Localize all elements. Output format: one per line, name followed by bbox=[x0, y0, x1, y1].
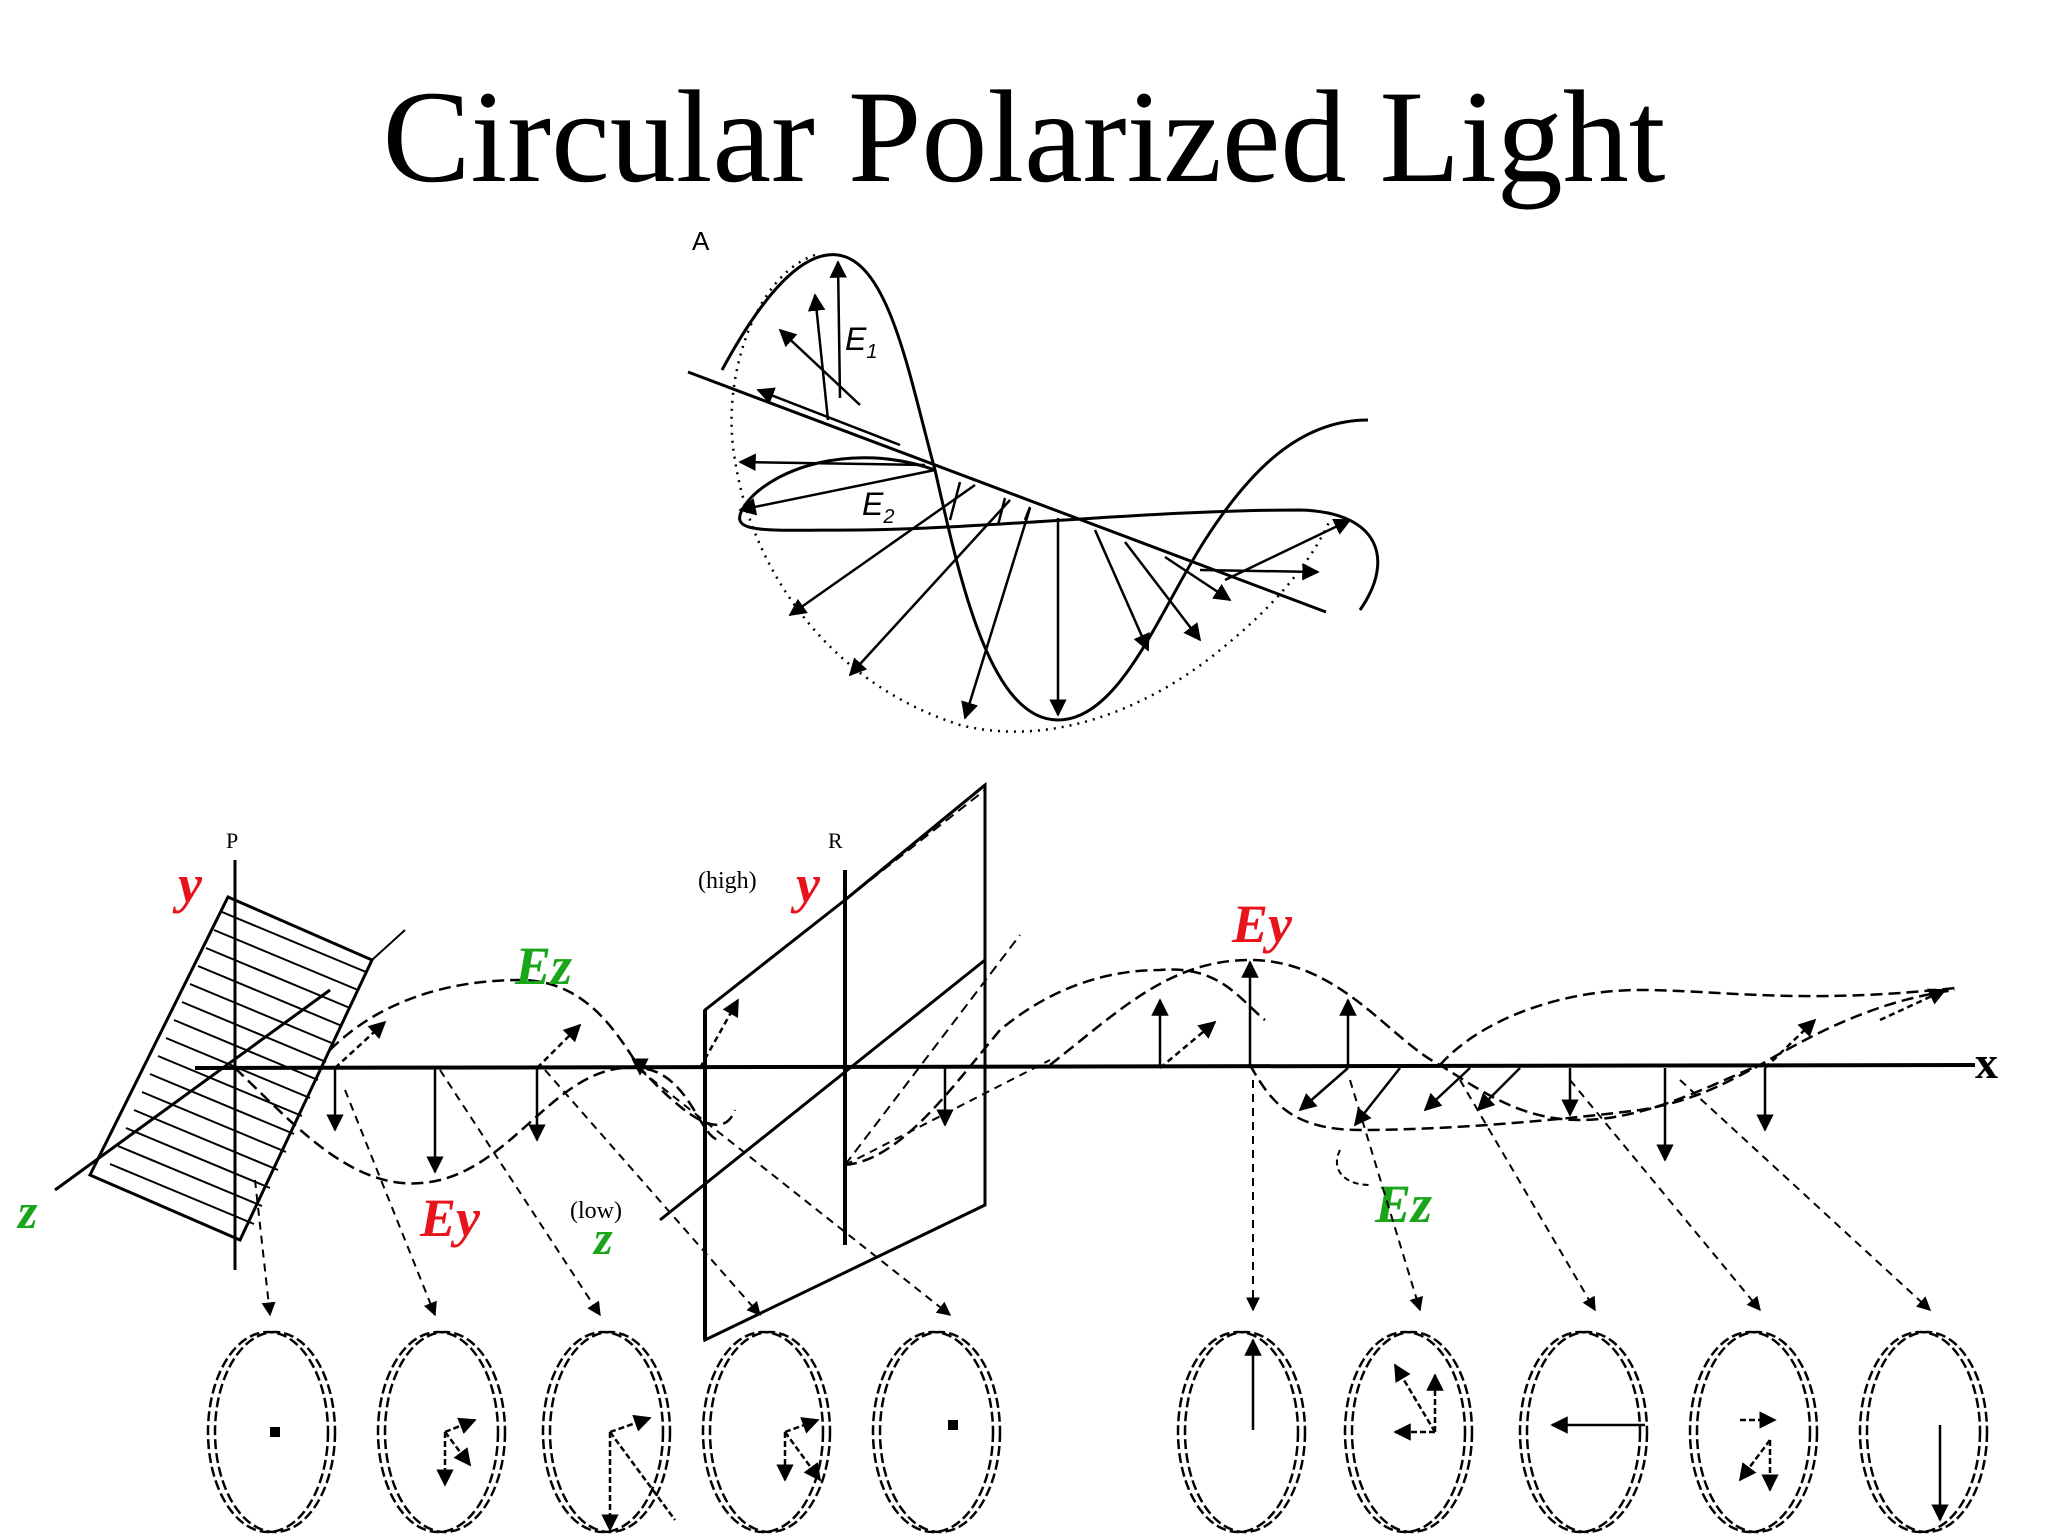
panel-b-x-label: x bbox=[1975, 1037, 1998, 1088]
endon-view-8 bbox=[1518, 1330, 1649, 1534]
high-label: (high) bbox=[698, 868, 757, 894]
retarder-plane-r bbox=[659, 781, 1021, 1343]
endon-view-10 bbox=[1858, 1330, 1989, 1534]
panel-a-propagation-axis bbox=[687, 370, 1327, 614]
endon-views bbox=[206, 1330, 1989, 1534]
axis-y-left-label: y bbox=[172, 854, 203, 914]
endon-view-9 bbox=[1688, 1330, 1819, 1534]
middle-wave bbox=[844, 968, 1266, 1167]
middle-field-vectors bbox=[936, 998, 1217, 1127]
panel-a-label: A bbox=[692, 226, 710, 256]
guide-line bbox=[844, 1059, 1051, 1166]
polarizer-plane-p bbox=[54, 860, 406, 1270]
axis-y-mid-label: y bbox=[790, 854, 821, 914]
panel-a-e2-label: E2 bbox=[862, 486, 894, 528]
panel-b-wave-diagram: x P bbox=[16, 781, 1998, 1534]
left-wave-ez bbox=[329, 978, 737, 1126]
right-wave-ez bbox=[1248, 988, 1956, 1132]
endon-view-6 bbox=[1176, 1330, 1307, 1534]
right-field-vectors bbox=[1241, 960, 1947, 1162]
projection-lines bbox=[254, 1069, 1932, 1317]
panel-a-field-vectors bbox=[738, 260, 1352, 720]
endon-view-5 bbox=[871, 1330, 1002, 1534]
panel-a-helix-e2 bbox=[738, 456, 1380, 611]
ey-left-label: Ey bbox=[419, 1188, 481, 1248]
plane-r-label: R bbox=[828, 828, 843, 853]
low-label: (low) bbox=[570, 1198, 622, 1224]
ey-right-label: Ey bbox=[1231, 894, 1293, 954]
right-wave-ey bbox=[1049, 958, 1761, 1122]
left-wave-ey bbox=[234, 1066, 721, 1185]
left-field-vectors bbox=[326, 998, 740, 1174]
slide-title: Circular Polarized Light bbox=[382, 63, 1666, 210]
axis-z-left-label: z bbox=[16, 1183, 38, 1239]
panel-a-helix-diagram: A E1 E bbox=[687, 226, 1380, 733]
endon-view-2 bbox=[376, 1330, 507, 1534]
plane-p-label: P bbox=[226, 828, 238, 853]
endon-view-4 bbox=[701, 1330, 832, 1534]
panel-a-helix-e1 bbox=[720, 253, 1369, 722]
ez-right-pointer bbox=[1335, 1149, 1371, 1186]
ez-left-label: Ez bbox=[514, 936, 572, 996]
axis-z-mid-label: z bbox=[592, 1212, 613, 1265]
right-wave-helix bbox=[1439, 986, 1956, 1066]
endon-view-7 bbox=[1343, 1330, 1474, 1534]
endon-view-3 bbox=[541, 1330, 677, 1534]
endon-view-1 bbox=[206, 1330, 337, 1534]
panel-b-x-axis bbox=[194, 1063, 1976, 1070]
ez-right-label: Ez bbox=[1374, 1174, 1432, 1234]
panel-a-dotted-locus bbox=[730, 253, 1332, 733]
panel-a-e1-label: E1 bbox=[845, 321, 877, 363]
